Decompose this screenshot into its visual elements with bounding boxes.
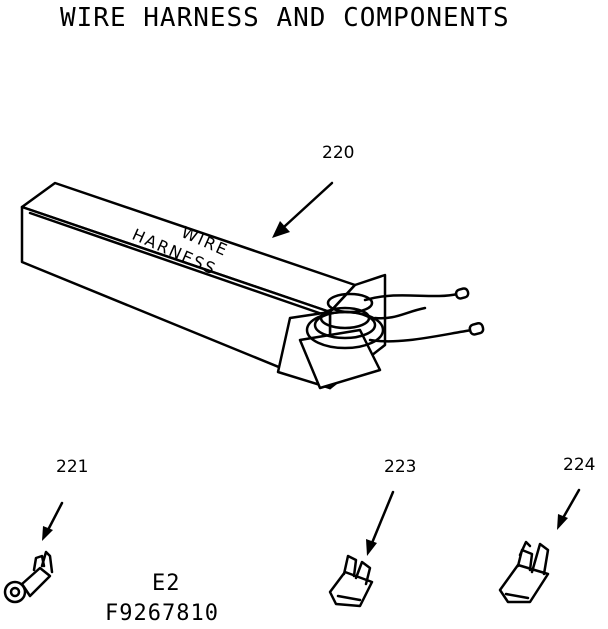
callout-220-arrow: [272, 181, 334, 238]
coiled-wires: [305, 287, 485, 350]
wire-harness-box: [20, 181, 387, 390]
callout-221: 221: [56, 457, 88, 477]
drawing-code-line2: F9267810: [105, 601, 219, 624]
callout-224: 224: [563, 455, 595, 475]
callout-221-arrow: [42, 501, 64, 541]
callout-220: 220: [322, 143, 354, 163]
callout-223-arrow: [366, 490, 395, 556]
terminal-224: [498, 540, 550, 604]
callout-224-arrow: [557, 488, 581, 530]
callout-223: 223: [384, 457, 416, 477]
drawing-code-line1: E2: [152, 571, 181, 596]
quick-connect-terminal-223: [328, 554, 374, 608]
diagram-title: WIRE HARNESS AND COMPONENTS: [60, 3, 510, 33]
ring-terminal-221: [3, 550, 54, 604]
